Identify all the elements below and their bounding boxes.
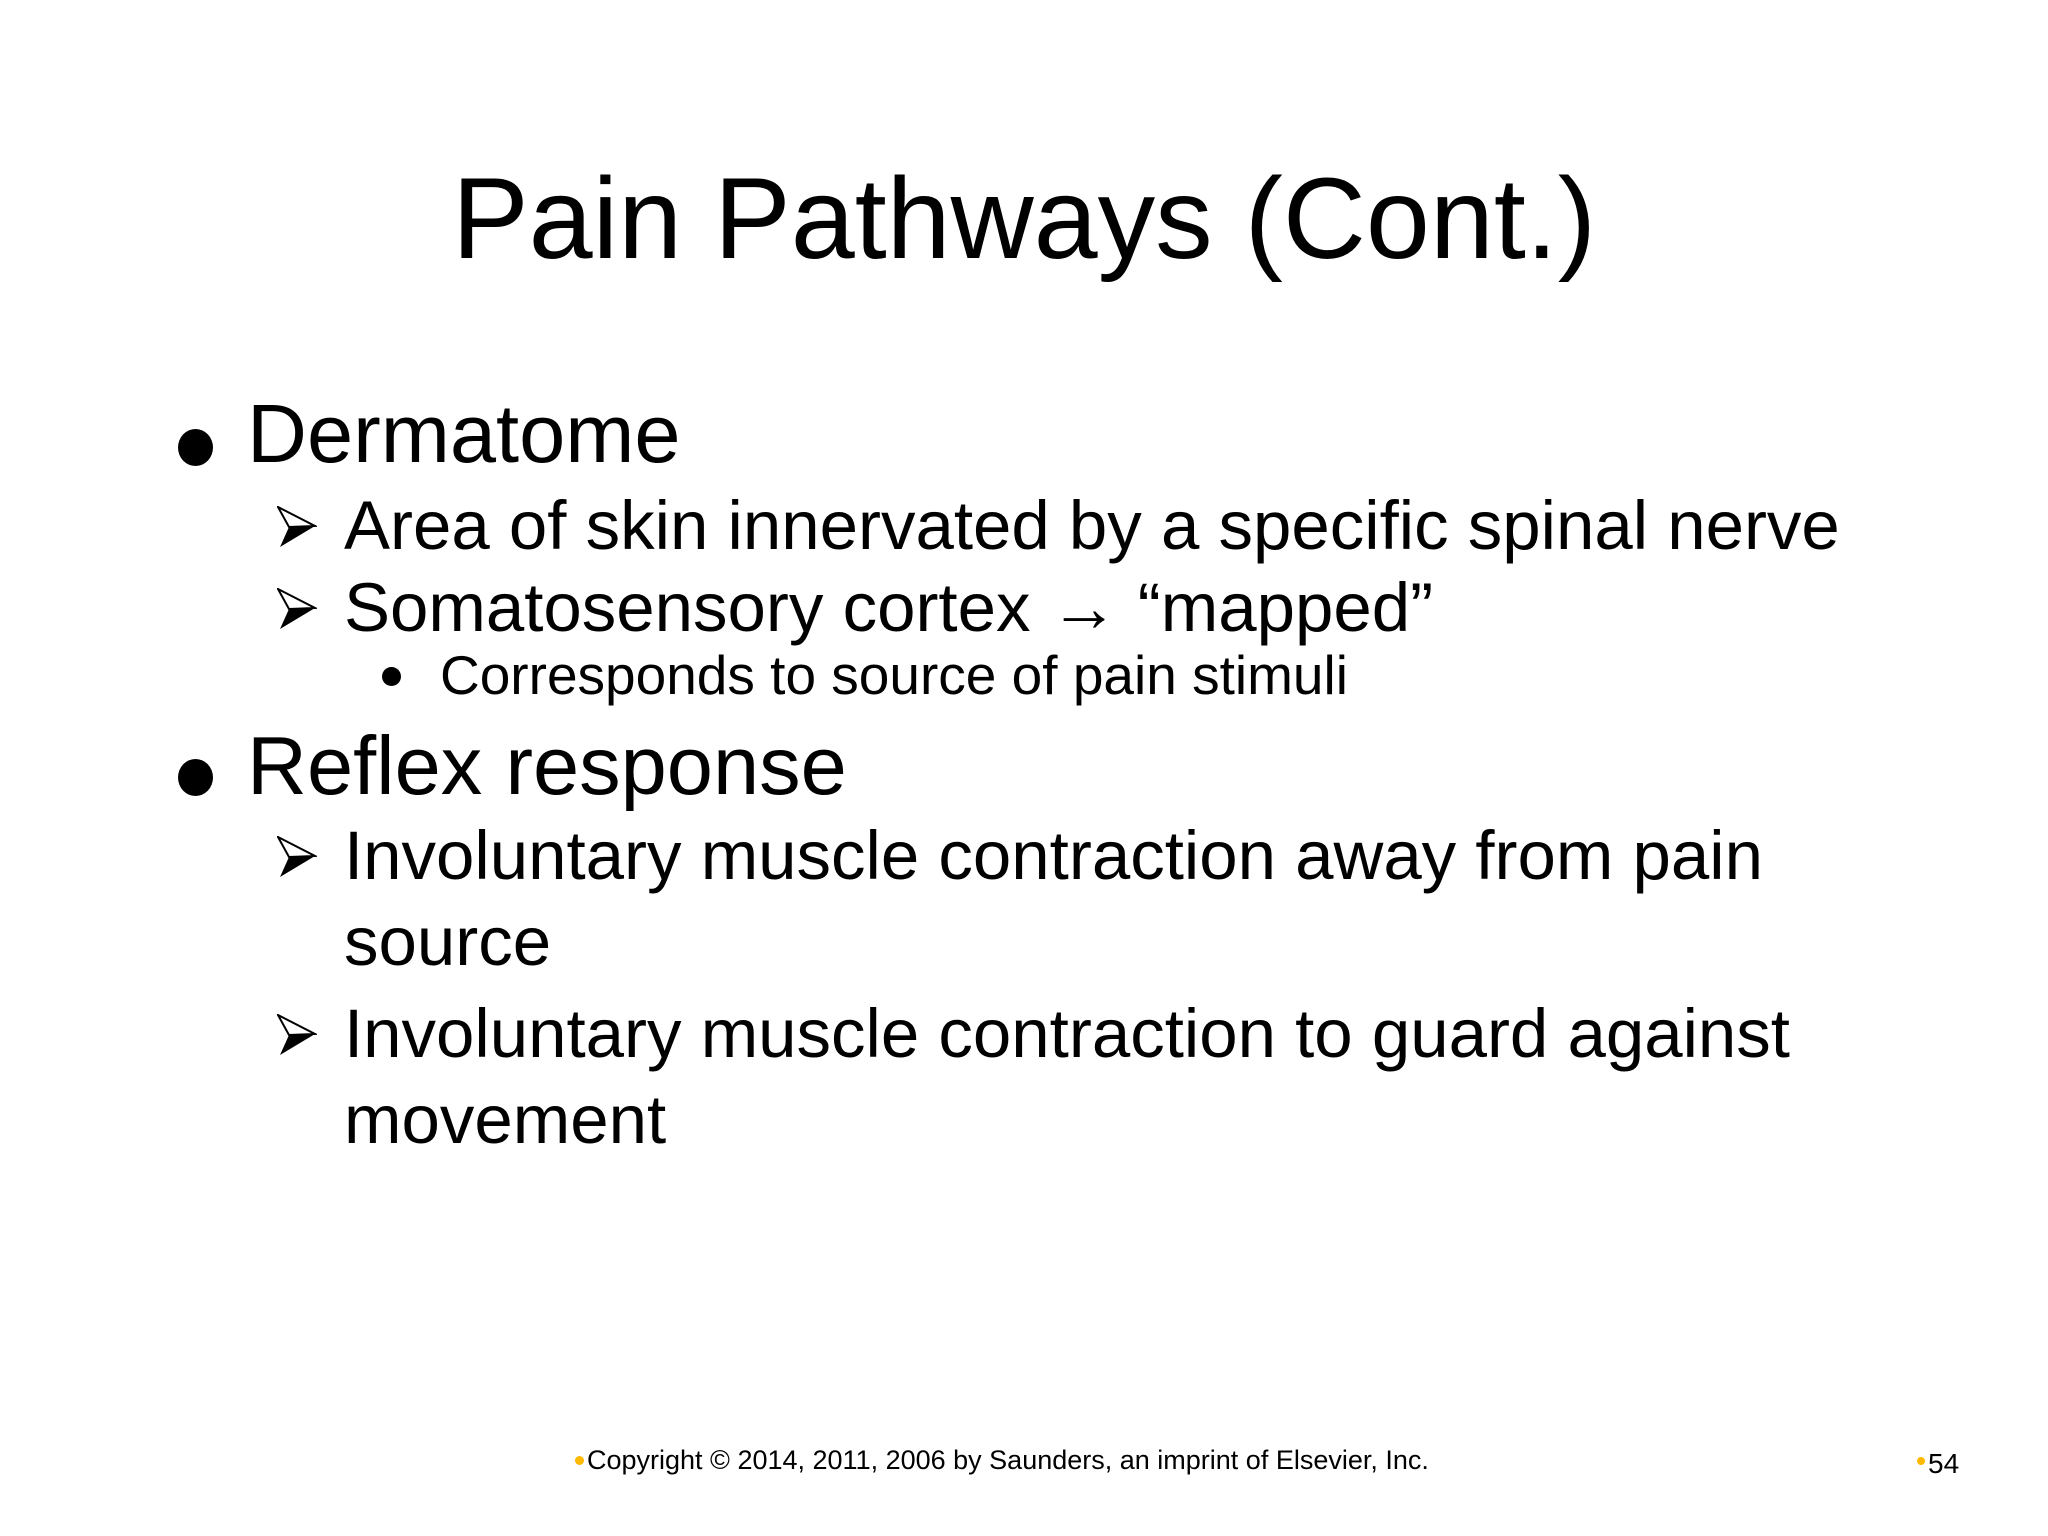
bullet-item-somatosensory: Somatosensory cortex → “mapped” <box>344 569 1434 646</box>
bullet-item-corresponds: Corresponds to source of pain stimuli <box>440 644 1348 706</box>
bullet-item-involuntary-away: Involuntary muscle contraction away from… <box>344 817 1763 980</box>
slide-title: Pain Pathways (Cont.) <box>451 155 1597 283</box>
page-number: 54 <box>1928 1448 1960 1479</box>
arrowhead-bullet-icon <box>277 836 317 877</box>
disc-bullet-icon <box>178 759 213 796</box>
bullet-item-reflex: Reflex response <box>247 719 847 812</box>
arrowhead-bullet-icon <box>277 1014 317 1055</box>
bullet-item-involuntary-guard: Involuntary muscle contraction to guard … <box>344 995 1790 1158</box>
arrowhead-bullet-icon <box>277 506 317 547</box>
bullet-item-area-of-skin: Area of skin innervated by a specific sp… <box>344 487 1840 564</box>
bullet-item-dermatome: Dermatome <box>247 387 681 480</box>
arrowhead-bullet-icon <box>277 588 317 629</box>
dot-bullet-icon <box>382 667 401 686</box>
footer-accent-dot-icon <box>575 1456 584 1465</box>
page-accent-dot-icon <box>1917 1457 1925 1465</box>
disc-bullet-icon <box>178 429 213 466</box>
copyright-text: Copyright © 2014, 2011, 2006 by Saunders… <box>587 1445 1429 1475</box>
